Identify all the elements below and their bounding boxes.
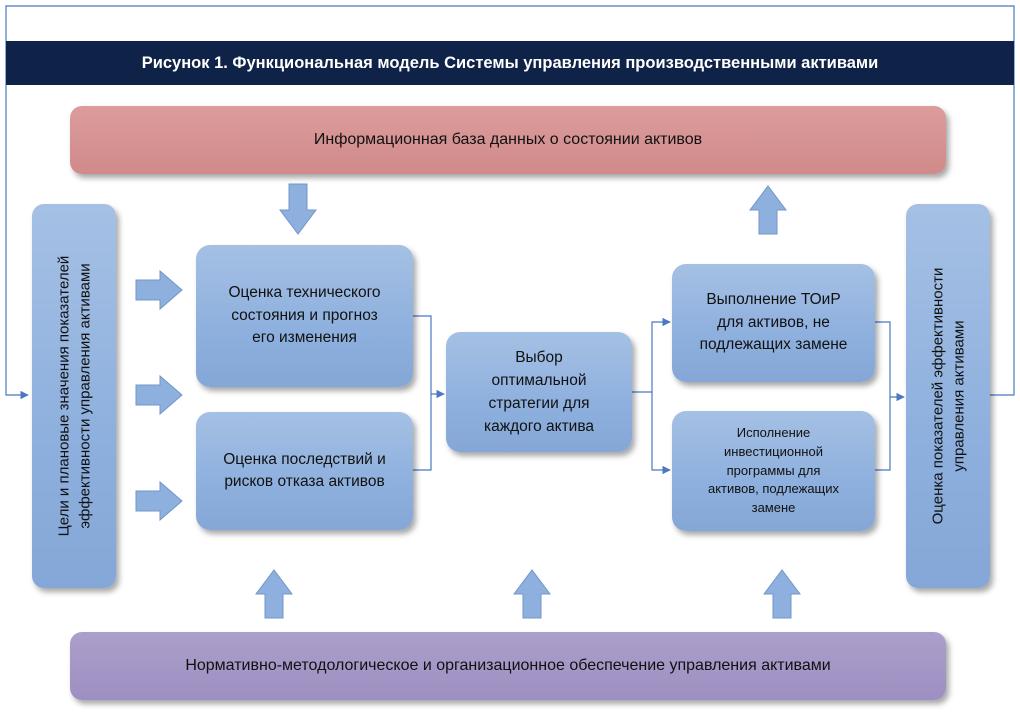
toir-line-2: для активов, не bbox=[717, 313, 830, 331]
strategy-line-2: оптимальной bbox=[491, 371, 587, 389]
block-arrow-right-3 bbox=[135, 480, 183, 522]
efficiency-evaluation-line-2: управления активами bbox=[950, 320, 968, 472]
goals-targets-label: Цели и плановые значения показателей эфф… bbox=[53, 256, 95, 537]
toir-line-1: Выполнение ТОиР bbox=[706, 291, 841, 309]
tech-state-line-3: его изменения bbox=[252, 329, 357, 347]
investment-line-3: программы для bbox=[726, 462, 821, 478]
investment-line-2: инвестиционной bbox=[724, 443, 823, 459]
normative-support-box: Нормативно-методологическое и организаци… bbox=[70, 632, 946, 700]
block-arrow-right-1 bbox=[135, 269, 183, 311]
connector-strategy-to-investment bbox=[651, 392, 671, 475]
investment-program-label: Исполнение инвестиционной программы для … bbox=[708, 424, 839, 518]
strategy-line-3: стратегии для bbox=[488, 395, 590, 412]
consequences-line-2: рисков отказа активов bbox=[224, 473, 385, 490]
block-arrow-down bbox=[279, 183, 317, 235]
consequences-line-1: Оценка последствий и bbox=[223, 450, 386, 468]
connector-consequences-to-strategy bbox=[413, 394, 432, 471]
strategy-selection-box: Выбор оптимальной стратегии для каждого … bbox=[446, 332, 632, 452]
efficiency-evaluation-line-1: Оценка показателей эффективности bbox=[929, 267, 947, 525]
strategy-selection-label: Выбор оптимальной стратегии для каждого … bbox=[484, 346, 594, 439]
info-database-box: Информационная база данных о состоянии а… bbox=[70, 106, 946, 174]
block-arrow-right-2 bbox=[135, 374, 183, 416]
info-database-label: Информационная база данных о состоянии а… bbox=[313, 131, 703, 148]
connector-tech-to-strategy bbox=[413, 315, 445, 399]
efficiency-evaluation-label: Оценка показателей эффективности управле… bbox=[927, 268, 969, 525]
feedback-loop-line bbox=[5, 5, 1015, 400]
tech-state-line-1: Оценка технического bbox=[228, 284, 381, 302]
connector-strategy-to-toir bbox=[632, 317, 671, 393]
tech-state-label: Оценка технического состояния и прогноз … bbox=[228, 282, 380, 349]
investment-line-4: активов, подлежащих bbox=[707, 481, 840, 497]
strategy-line-4: каждого актива bbox=[483, 418, 595, 436]
connector-toir-to-evaluation bbox=[875, 321, 905, 402]
toir-execution-box: Выполнение ТОиР для активов, не подлежащ… bbox=[672, 264, 875, 382]
tech-state-box: Оценка технического состояния и прогноз … bbox=[196, 245, 413, 387]
block-arrow-up-2 bbox=[513, 569, 551, 619]
consequences-risk-box: Оценка последствий и рисков отказа актив… bbox=[196, 412, 413, 530]
toir-execution-label: Выполнение ТОиР для активов, не подлежащ… bbox=[700, 289, 848, 356]
investment-program-box: Исполнение инвестиционной программы для … bbox=[672, 411, 875, 531]
strategy-line-1: Выбор bbox=[515, 348, 563, 366]
goals-targets-line-1: Цели и плановые значения показателей bbox=[55, 255, 72, 537]
figure-title: Рисунок 1. Функциональная модель Системы… bbox=[6, 41, 1014, 85]
toir-line-3: подлежащих замене bbox=[699, 336, 848, 354]
block-arrow-up-3 bbox=[763, 569, 801, 619]
consequences-risk-label: Оценка последствий и рисков отказа актив… bbox=[223, 449, 386, 494]
investment-line-5: замене bbox=[751, 500, 796, 516]
block-arrow-up-db bbox=[749, 185, 787, 235]
tech-state-line-2: состояния и прогноз bbox=[231, 306, 378, 324]
goals-targets-line-2: эффективности управления активами bbox=[76, 263, 93, 529]
connector-investment-to-evaluation bbox=[875, 397, 891, 471]
goals-targets-box: Цели и плановые значения показателей эфф… bbox=[32, 204, 116, 588]
normative-support-label: Нормативно-методологическое и организаци… bbox=[185, 657, 831, 674]
efficiency-evaluation-box: Оценка показателей эффективности управле… bbox=[906, 204, 990, 588]
investment-line-1: Исполнение bbox=[736, 424, 811, 440]
block-arrow-up-1 bbox=[255, 569, 293, 619]
